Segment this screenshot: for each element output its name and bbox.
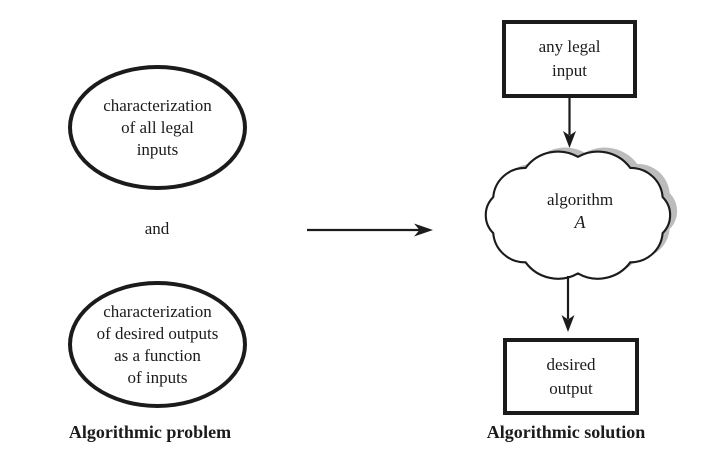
desired-outputs-text: characterization of desired outputs as a… (96, 301, 219, 387)
desired-output-box: desired output (503, 338, 639, 415)
algorithm-to-output-arrow (561, 276, 575, 332)
algorithmic-solution-label: Algorithmic solution (486, 422, 646, 442)
legal-inputs-text: characterization of all legal inputs (103, 95, 212, 159)
algorithm-word: algorithm (546, 190, 614, 209)
input-to-algorithm-arrow (563, 98, 576, 148)
desired-outputs-ellipse: characterization of desired outputs as a… (68, 281, 247, 408)
algorithm-cloud (484, 147, 678, 280)
problem-to-solution-arrow (307, 223, 433, 237)
legal-inputs-ellipse: characterization of all legal inputs (68, 65, 247, 190)
cloud-outline-shape (484, 150, 672, 280)
algorithm-cloud-text: algorithm A (500, 189, 660, 233)
desired-output-text: desired output (546, 354, 596, 398)
algorithmic-problem-label: Algorithmic problem (68, 422, 232, 442)
any-legal-input-box: any legal input (502, 20, 637, 98)
any-legal-input-text: any legal input (538, 37, 601, 80)
and-text: and (144, 219, 170, 238)
algorithm-name-a: A (574, 212, 586, 232)
